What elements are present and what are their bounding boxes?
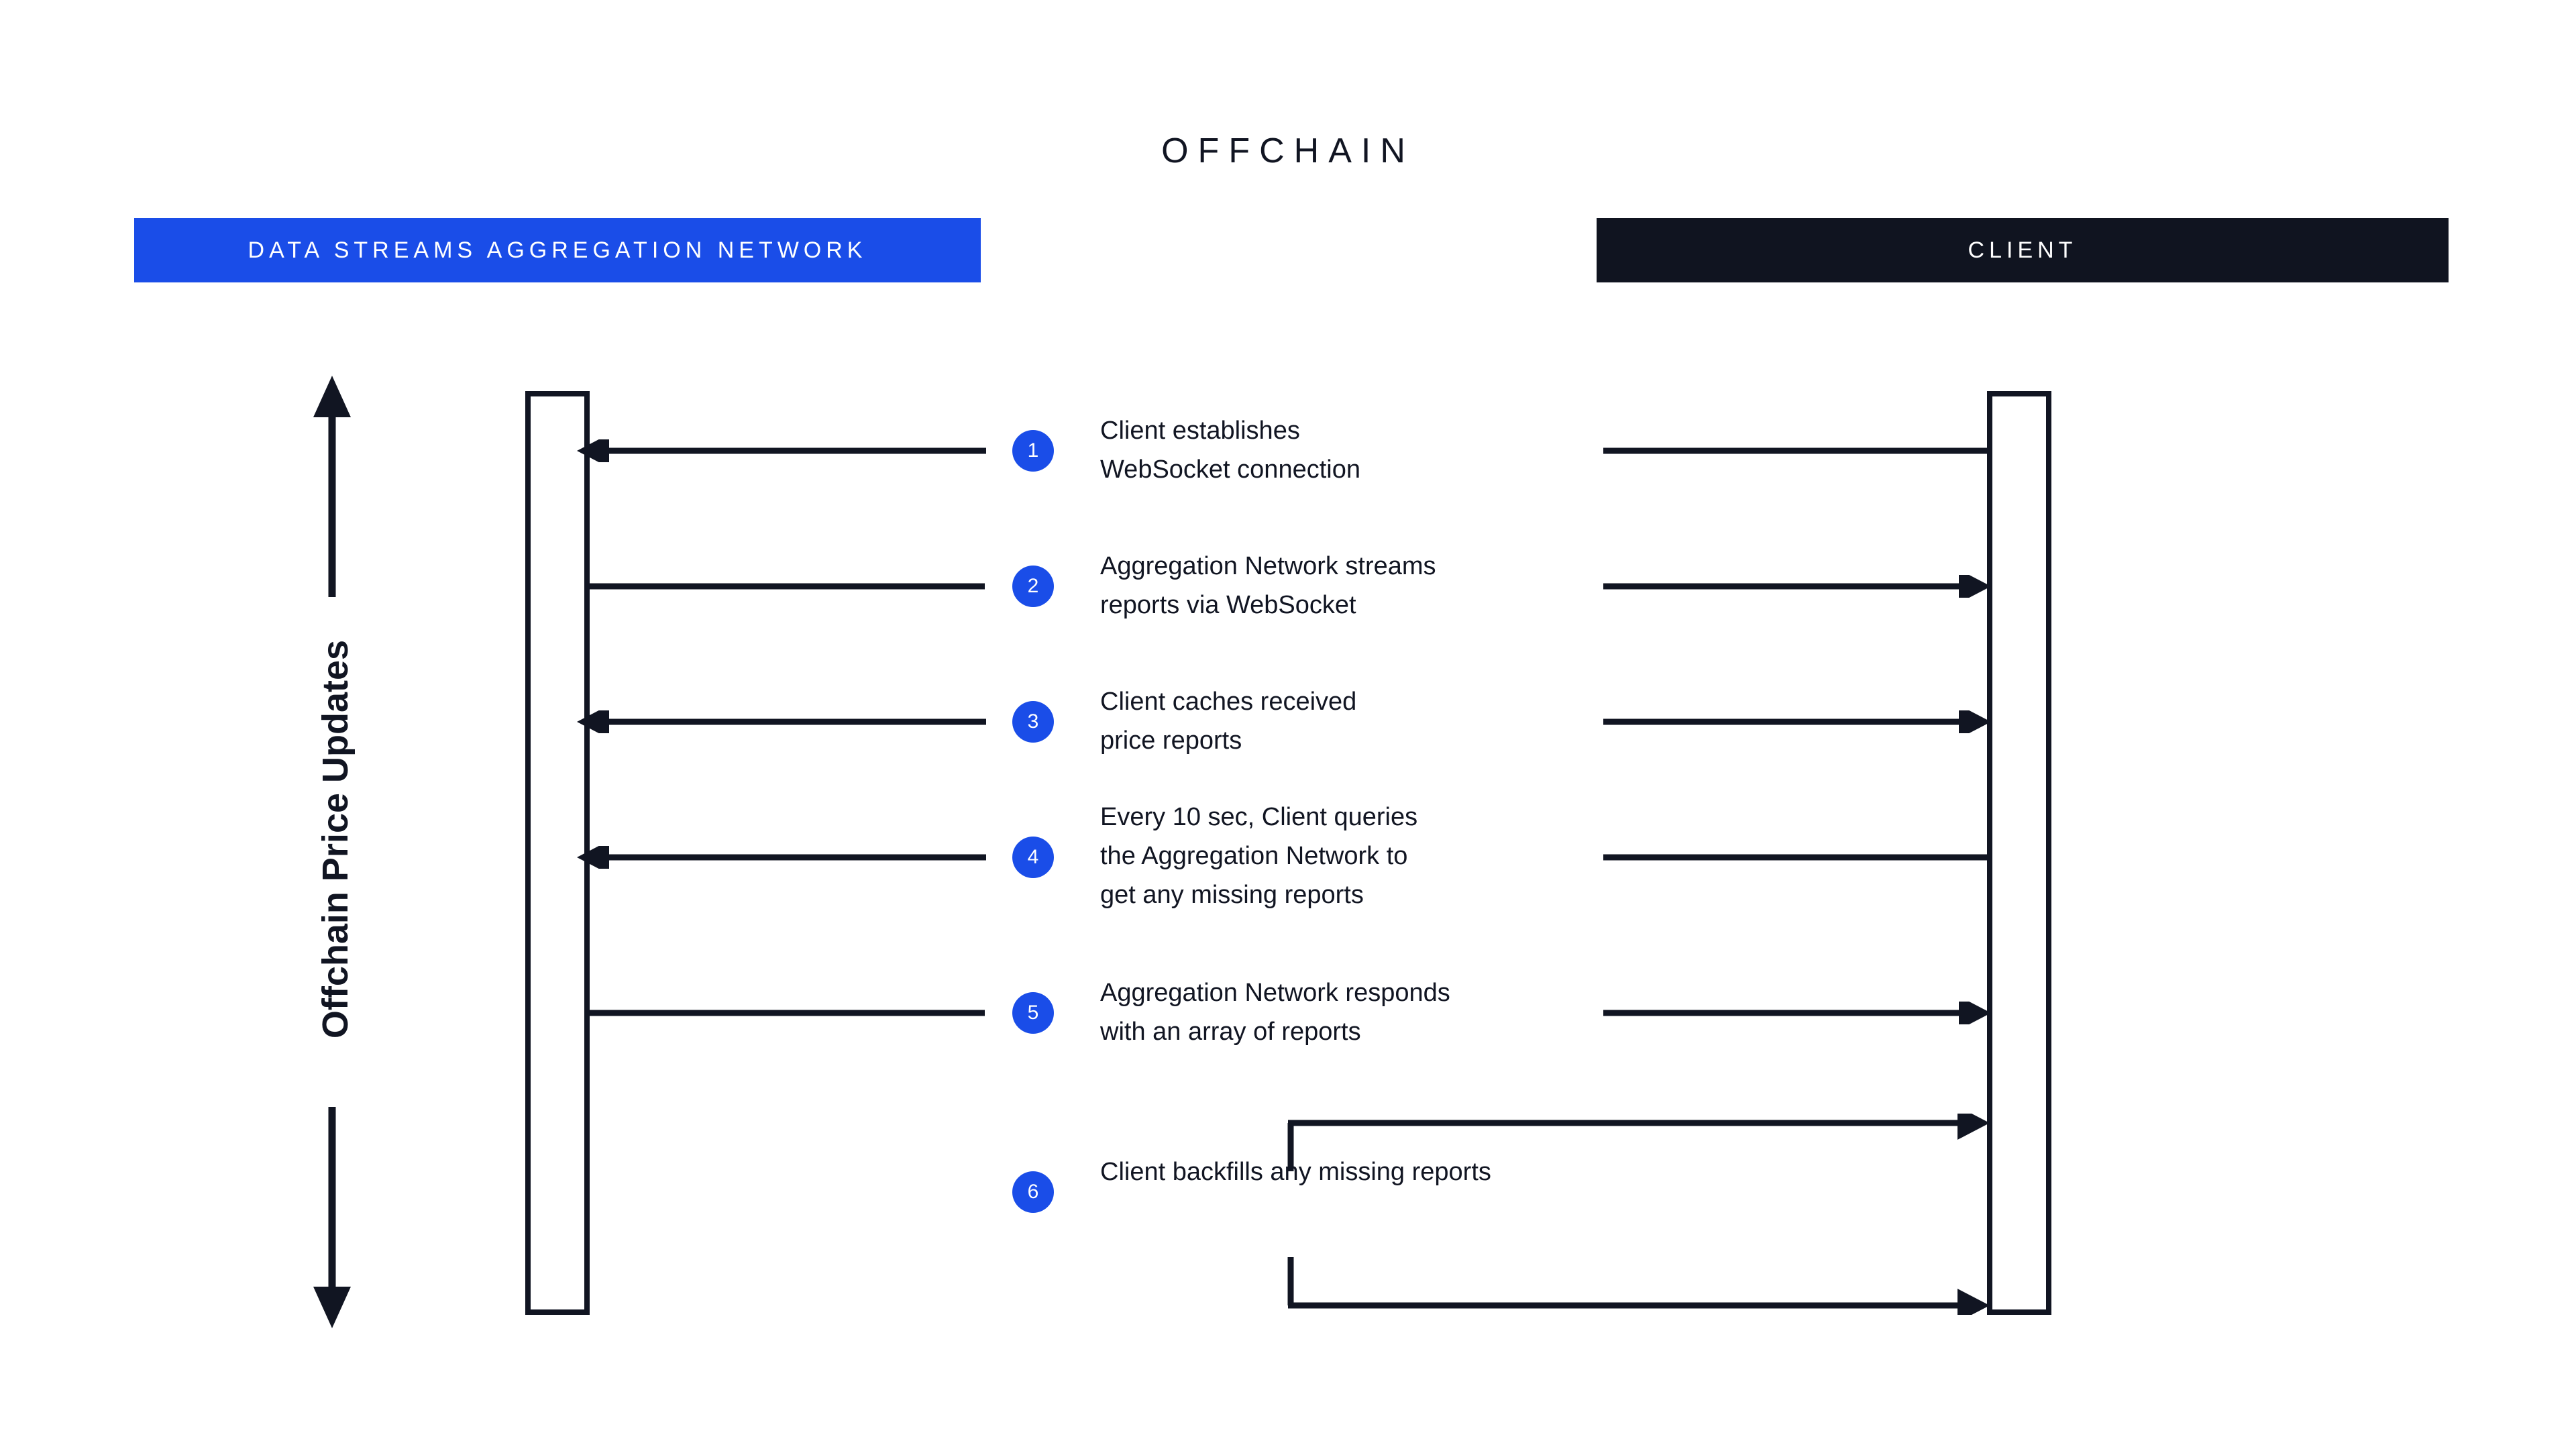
step-label-5: Aggregation Network responds with an arr… [1100,979,1450,1046]
message-arrow-3-right [1603,710,1992,733]
step-badge-5: 5 [1012,992,1054,1034]
step-badge-1: 1 [1012,430,1054,472]
step-label-2: Aggregation Network streams reports via … [1100,552,1436,619]
actor-header-aggregation-network: DATA STREAMS AGGREGATION NETWORK [134,218,981,282]
lifeline-client [1987,391,2051,1315]
message-line-1-right [1603,439,1992,462]
message-line-5-left [586,1002,986,1024]
step-label-3: Client caches received price reports [1100,688,1357,755]
message-line-2-left [586,575,986,598]
message-self-loop-6-client [1281,1106,2026,1322]
arrow-down-icon [313,1287,351,1328]
offchain-price-updates-axis: Offchain Price Updates [282,376,382,1328]
axis-label: Offchain Price Updates [315,639,356,1039]
step-badge-6: 6 [1012,1171,1054,1213]
step-badge-2: 2 [1012,566,1054,607]
step-label-6: Client backfills any missing reports [1100,1158,1491,1186]
message-arrow-3-left [577,710,986,733]
step-label-1: Client establishes WebSocket connection [1100,417,1360,484]
step-label-4: Every 10 sec, Client queries the Aggrega… [1100,803,1418,909]
message-arrow-5-right [1603,1002,1992,1024]
page-title: OFFCHAIN [1161,131,1415,170]
step-badge-3: 3 [1012,701,1054,743]
message-arrow-2-right [1603,575,1992,598]
message-arrow-1-left [577,439,986,462]
actor-header-client: CLIENT [1597,218,2449,282]
message-line-4-right [1603,846,1992,869]
arrow-up-icon [313,376,351,417]
message-arrow-4-left [577,846,986,869]
step-badge-4: 4 [1012,837,1054,878]
